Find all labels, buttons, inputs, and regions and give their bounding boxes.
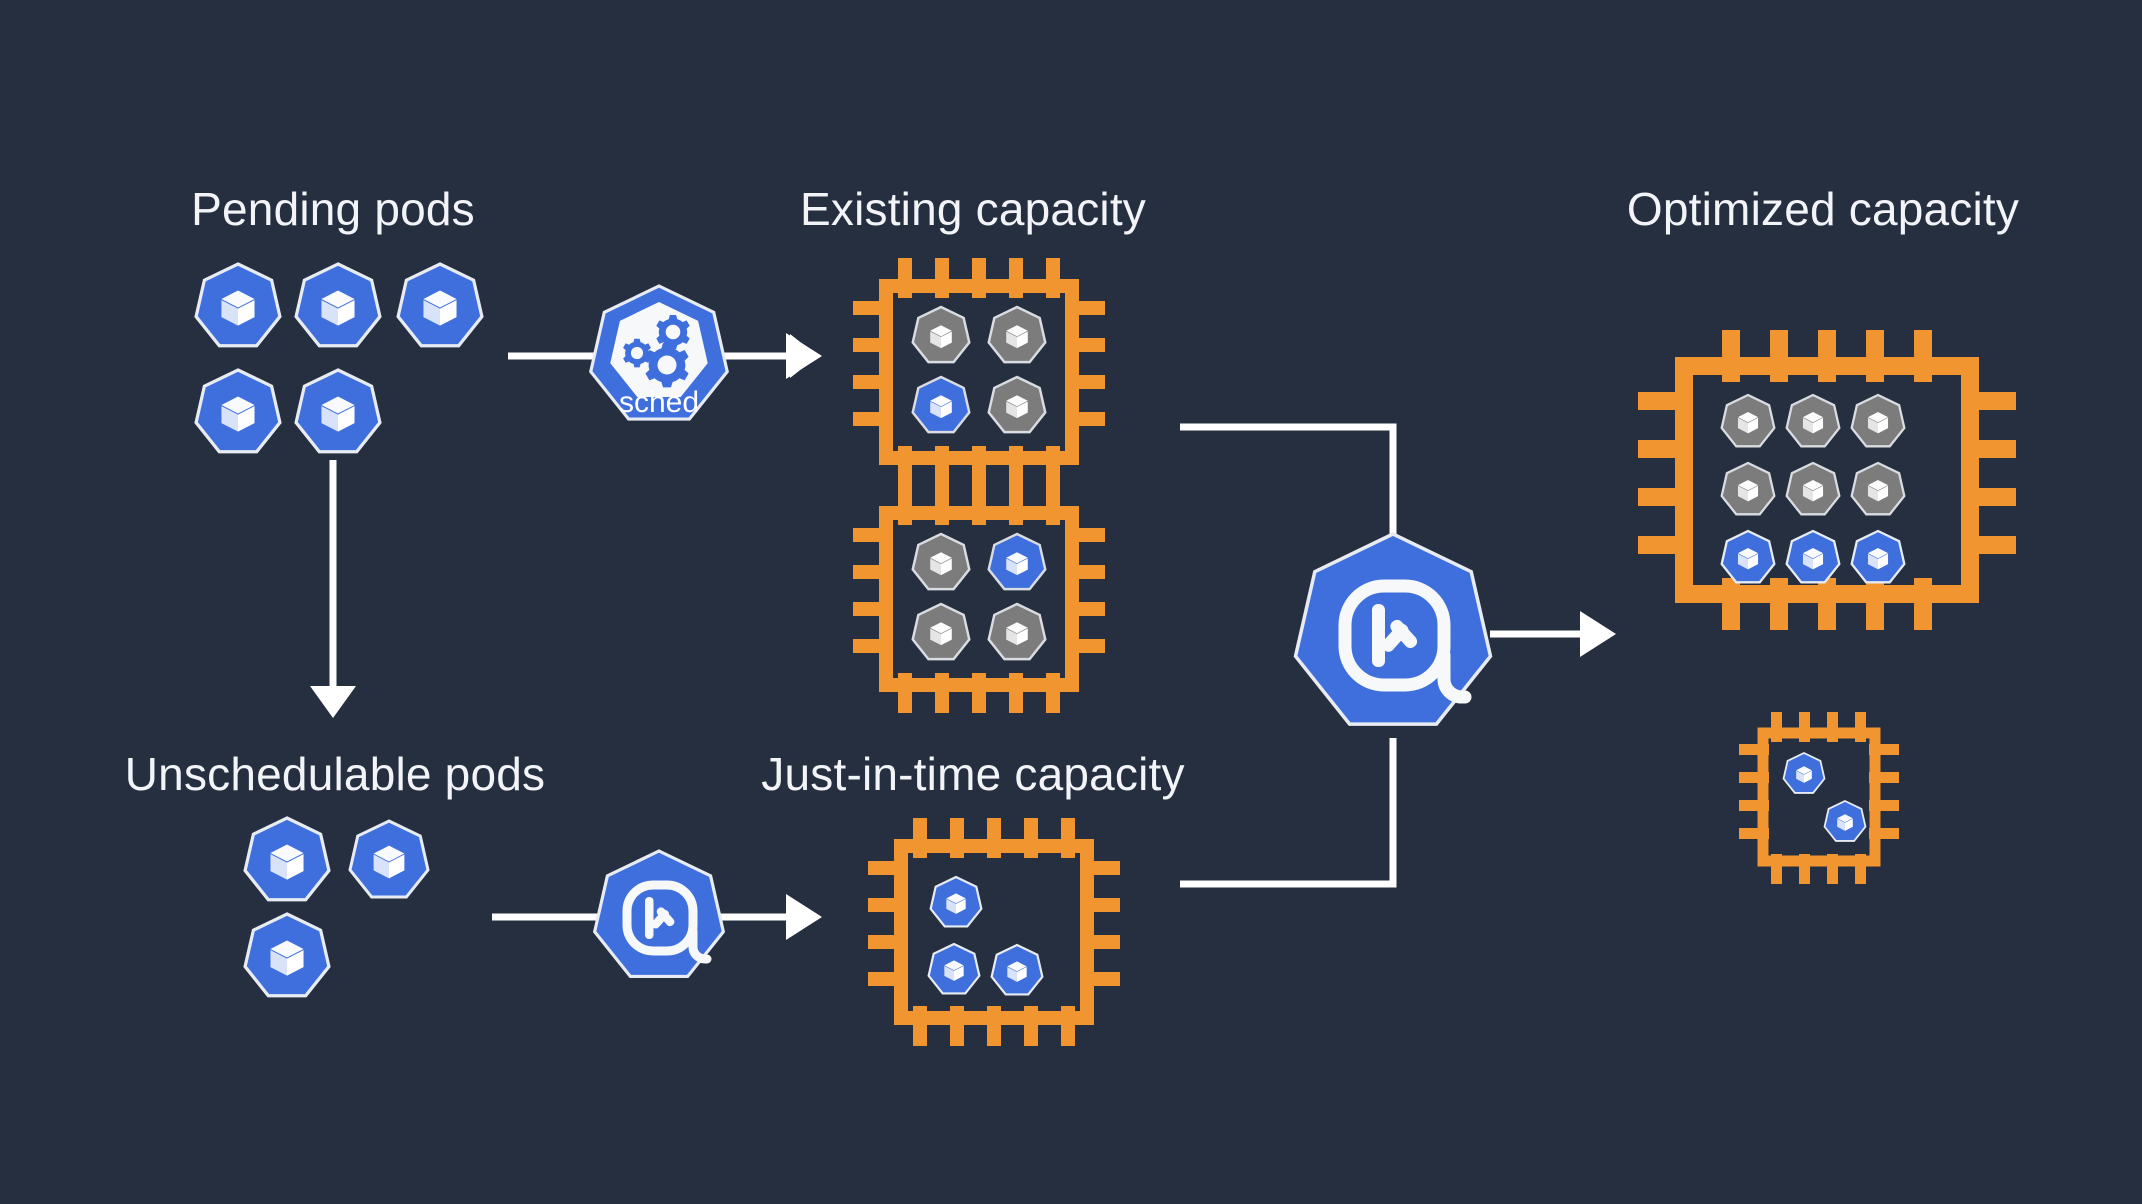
pod-icon: [245, 914, 329, 996]
pod-icon: [196, 370, 280, 452]
pod-icon: [398, 264, 482, 346]
pod-icon: [296, 370, 380, 452]
unschedulable-pods-group: [245, 818, 428, 996]
pod-icon: [350, 821, 428, 897]
karpenter-k-icon: [1338, 579, 1472, 704]
connector-pending-to-unschedulable: [310, 460, 356, 718]
chip-existing-node-2: [853, 485, 1105, 713]
chip-jit-node-1: [868, 818, 1120, 1046]
pod-icon: [1722, 531, 1775, 582]
karpenter-k-letter: [1372, 604, 1418, 667]
karpenter-k-icon: [622, 880, 712, 964]
pod-icon: [931, 877, 982, 926]
pod-icon: [913, 534, 970, 589]
karpenter-logo-consolidate[interactable]: [1296, 534, 1491, 724]
pod-icon: [1722, 463, 1775, 514]
label-existing-capacity: Existing capacity: [800, 183, 1146, 235]
pod-icon: [296, 264, 380, 346]
chip-optimized-node-large: [1638, 330, 2016, 630]
label-just-in-time-capacity: Just-in-time capacity: [761, 748, 1184, 800]
connector-karpenter-to-optimized: [1490, 611, 1616, 657]
karpenter-logo-jit[interactable]: [595, 851, 724, 976]
label-optimized-capacity: Optimized capacity: [1627, 183, 2019, 235]
pod-icon: [913, 377, 970, 432]
pod-icon: [929, 944, 980, 993]
gears-icon: [623, 315, 690, 388]
pod-icon: [913, 307, 970, 362]
chip-existing-node-1: [853, 258, 1105, 486]
pod-icon: [1787, 395, 1840, 446]
pod-icon: [989, 604, 1046, 659]
scheduler-caption: sched: [619, 386, 699, 419]
pod-icon: [196, 264, 280, 346]
karpenter-k-letter: [645, 897, 675, 939]
connector-existing-to-karpenter: [1180, 423, 1397, 560]
label-unschedulable-pods: Unschedulable pods: [125, 748, 545, 800]
pod-icon: [1825, 801, 1866, 841]
pod-icon: [1852, 395, 1905, 446]
pod-icon: [992, 945, 1043, 994]
pod-icon: [245, 818, 329, 900]
pod-icon: [989, 534, 1046, 589]
pod-icon: [1852, 463, 1905, 514]
pod-icon: [1722, 395, 1775, 446]
pod-icon: [989, 377, 1046, 432]
pod-icon: [913, 604, 970, 659]
chip-optimized-node-small: [1739, 712, 1899, 884]
pending-pods-group: [196, 264, 482, 452]
pod-icon: [989, 307, 1046, 362]
pod-icon: [1787, 463, 1840, 514]
pod-icon: [1787, 531, 1840, 582]
pod-icon: [1852, 531, 1905, 582]
scheduler-logo[interactable]: sched: [591, 286, 727, 419]
connector-jit-to-karpenter: [1180, 738, 1397, 888]
label-pending-pods: Pending pods: [191, 183, 475, 235]
pod-icon: [1784, 753, 1825, 793]
